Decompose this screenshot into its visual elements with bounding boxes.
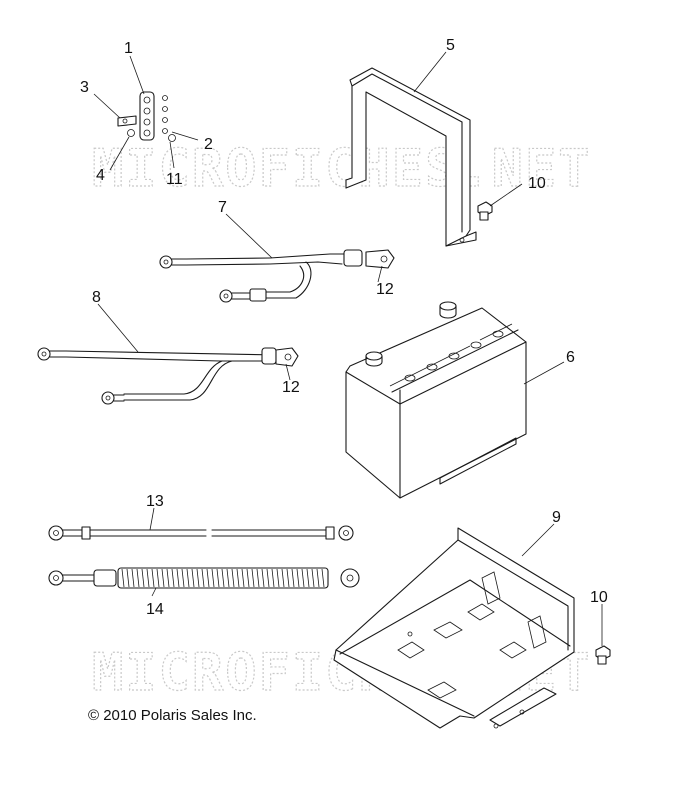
callout-11: 11 [166,171,183,188]
watermark-top: MICROFICHES.NET [92,139,592,199]
callout-labels: 1 2 3 4 5 6 7 8 9 10 10 11 12 12 13 14 [80,37,608,618]
callout-7: 7 [218,199,227,216]
callout-3: 3 [80,79,89,96]
copyright-notice: © 2010 Polaris Sales Inc. [88,707,257,724]
callout-5: 5 [446,37,455,54]
callout-10-top: 10 [528,175,546,192]
battery-cable-13[interactable] [48,525,354,541]
battery-cable-8[interactable] [37,347,299,405]
callout-13: 13 [146,493,164,510]
callout-4: 4 [96,167,105,184]
battery[interactable] [345,301,527,499]
callout-12-top: 12 [376,281,394,298]
callout-9: 9 [552,509,561,526]
callout-8: 8 [92,289,101,306]
screw-top[interactable] [477,201,493,221]
screw-bottom[interactable] [595,645,611,665]
battery-tray[interactable] [333,527,575,729]
leader-lines [93,51,603,646]
battery-cable-14[interactable] [48,567,360,589]
callout-2: 2 [204,136,213,153]
terminal-block-assembly[interactable] [117,91,176,142]
callout-10-bottom: 10 [590,589,608,606]
callout-12-bottom: 12 [282,379,300,396]
callout-6: 6 [566,349,575,366]
callout-14: 14 [146,601,164,618]
battery-strap[interactable] [345,67,477,247]
battery-cable-7[interactable] [159,249,395,303]
callout-1: 1 [124,40,133,57]
